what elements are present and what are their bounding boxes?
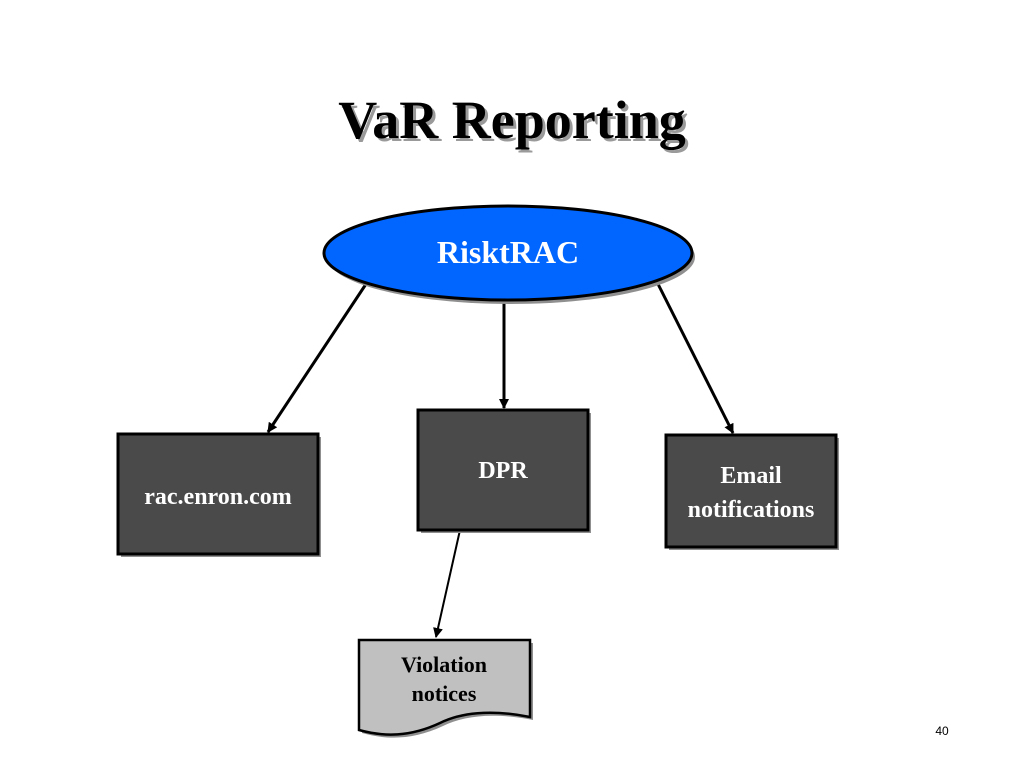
slide-title: VaR Reporting	[338, 90, 686, 150]
email-node-shape	[664, 433, 838, 549]
edge-risktrac-to-email	[656, 283, 735, 434]
dpr-node-label: DPR	[478, 458, 528, 484]
violation-node-shape	[357, 638, 532, 736]
violation-node-label-line-2: notices	[412, 681, 477, 706]
edge-dpr-to-violation	[433, 529, 461, 638]
edge-risktrac-to-rac	[266, 283, 368, 433]
email-node-label-line-1: Email	[720, 463, 782, 489]
rac-node: rac.enron.com	[116, 432, 321, 557]
rac-node-shape	[116, 432, 320, 556]
dpr-node: DPR	[416, 408, 591, 533]
email-node: Email notifications	[664, 433, 839, 550]
email-node-label-line-2: notifications	[688, 497, 815, 523]
violation-node: Violation notices	[357, 638, 533, 738]
page-number: 40	[935, 724, 949, 738]
violation-node-label-line-1: Violation	[401, 652, 487, 677]
risktrac-node-label: RisktRAC	[437, 234, 579, 270]
risktrac-node: RisktRAC	[322, 204, 695, 304]
risktrac-node-shape	[322, 204, 694, 302]
rac-node-label: rac.enron.com	[144, 484, 292, 510]
connectors	[266, 283, 735, 638]
dpr-node-shape	[416, 408, 590, 532]
